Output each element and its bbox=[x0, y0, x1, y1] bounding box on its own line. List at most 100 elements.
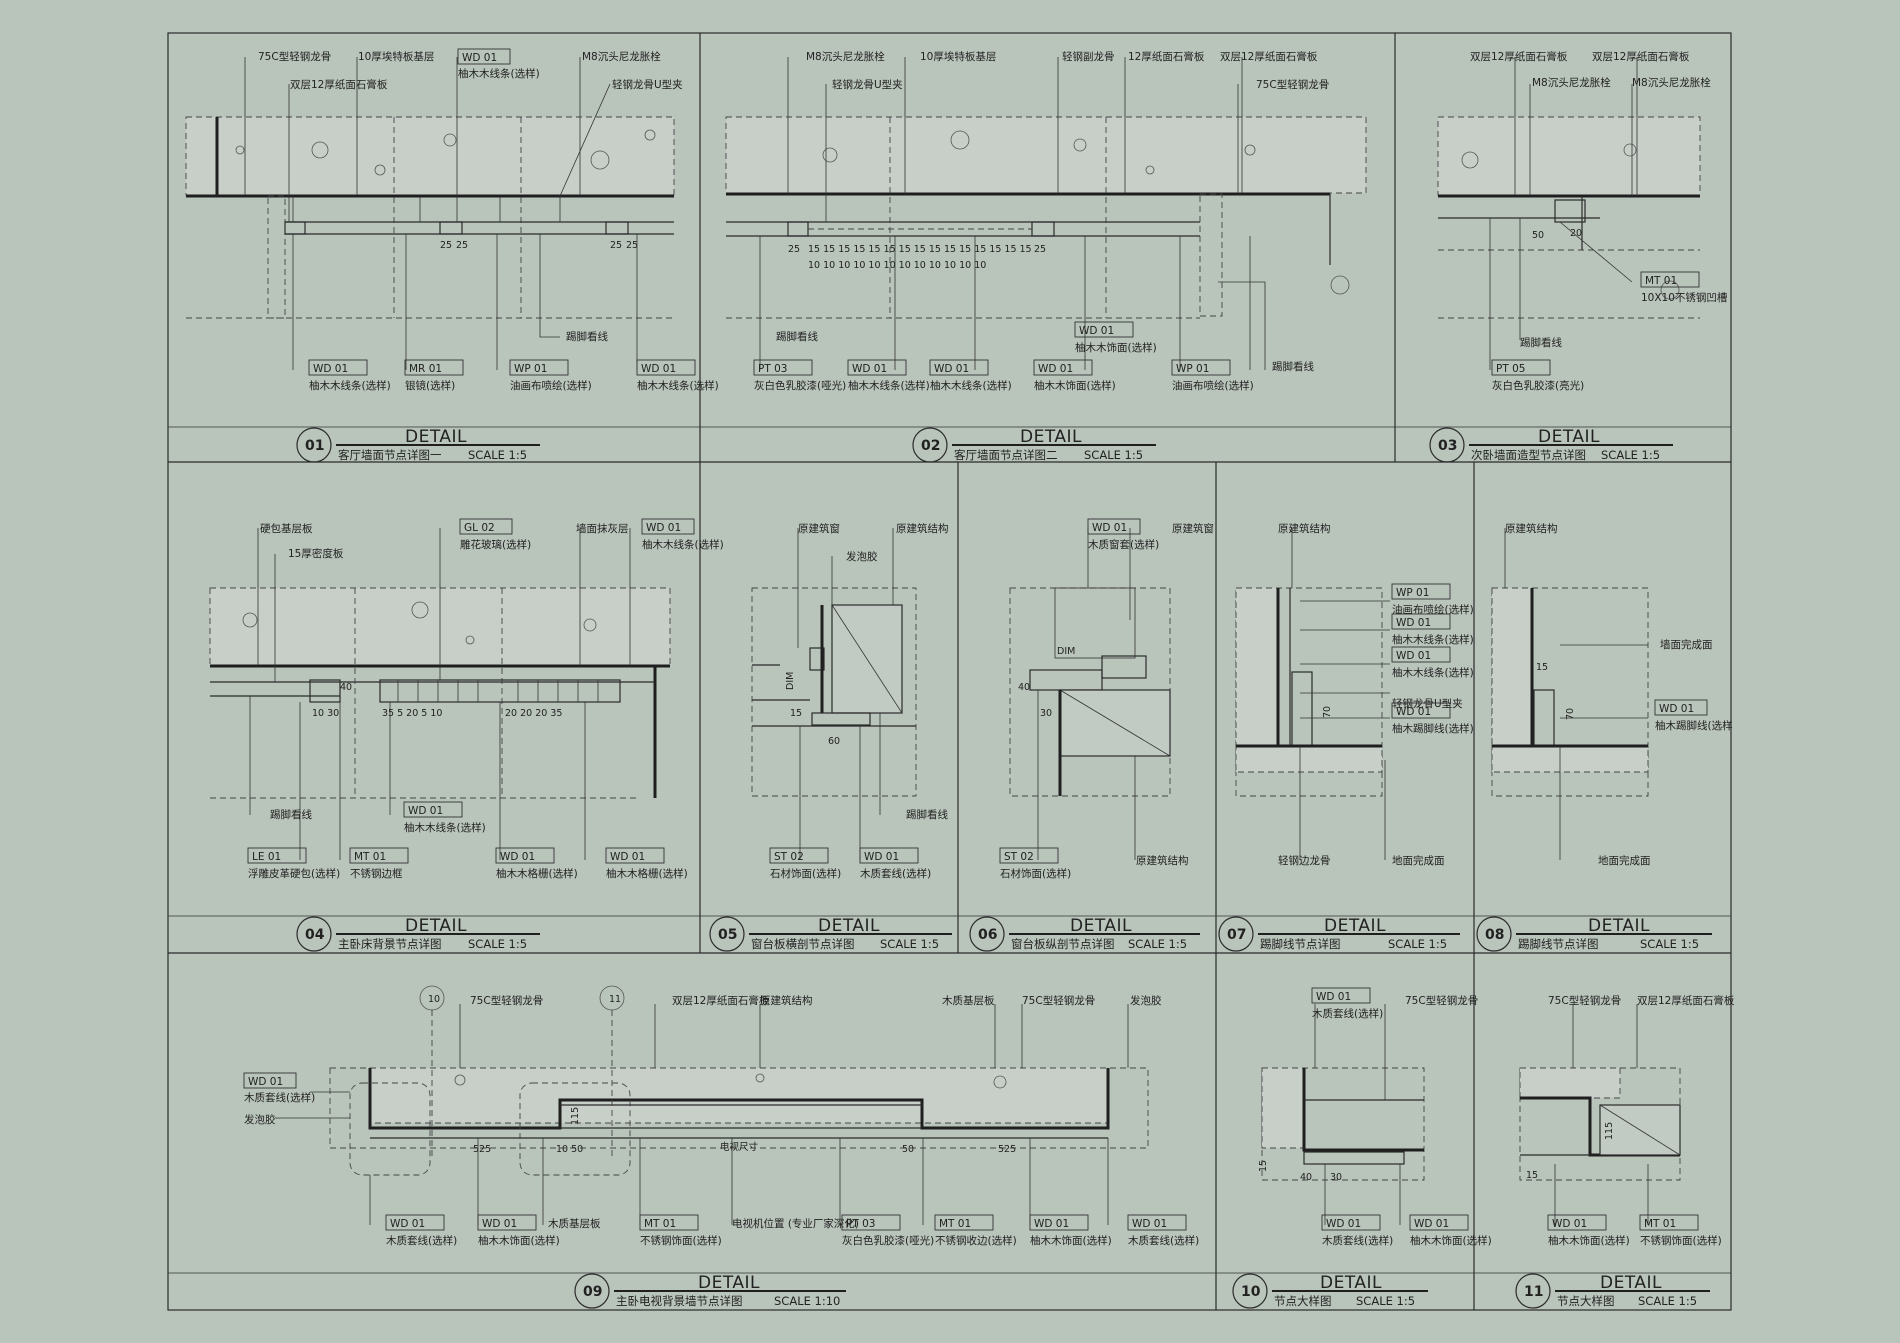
panel-03-bottom-tag-code: PT 05 bbox=[1496, 363, 1525, 375]
detail-number: 02 bbox=[921, 438, 940, 454]
panel-04-top-label: 15厚密度板 bbox=[288, 547, 344, 560]
panel-04-top-label: 墙面抹灰层 bbox=[576, 522, 629, 535]
panel-01-top-label: 轻钢龙骨U型夹 bbox=[612, 78, 683, 91]
panel-09-bottom-tag-code: WD 01 bbox=[1132, 1218, 1167, 1230]
detail-subtitle: 客厅墙面节点详图一 bbox=[338, 448, 442, 462]
panel-11-bottom-tag-code: WD 01 bbox=[1552, 1218, 1587, 1230]
panel-09-top-label: 原建筑结构 bbox=[760, 994, 813, 1007]
detail-number: 07 bbox=[1227, 927, 1246, 943]
detail-title: DETAIL bbox=[1538, 427, 1600, 447]
panel-01-top-tag: WD 01 bbox=[462, 52, 497, 64]
panel-04-bottom-tag-box bbox=[247, 847, 307, 864]
panel-10-bottom-tag-box bbox=[1321, 1214, 1381, 1231]
panel-01-bottom-tag-code: WD 01 bbox=[641, 363, 676, 375]
detail-number-circle bbox=[1218, 916, 1254, 952]
panel-03-drawing: 50 20 bbox=[1437, 57, 1701, 370]
panel-04-bottom-tag-box bbox=[403, 801, 463, 818]
panel-02-bottom-tag-box bbox=[1033, 359, 1093, 376]
detail-subtitle: 踢脚线节点详图 bbox=[1518, 937, 1599, 951]
panel-10-bottom-tag-code: WD 01 bbox=[1326, 1218, 1361, 1230]
svg-text:25: 25 bbox=[610, 240, 622, 251]
panel-09-bottom-tag-desc: 不锈钢收边(选样) bbox=[935, 1234, 1017, 1247]
panel-11-bottom-tag-code: MT 01 bbox=[1644, 1218, 1676, 1230]
svg-text:15: 15 bbox=[1258, 1160, 1269, 1172]
detail-title: DETAIL bbox=[1588, 916, 1650, 936]
panel-02-bottom-tag-code: PT 03 bbox=[758, 363, 787, 375]
panel-02-bottom-tag-code: WD 01 bbox=[934, 363, 969, 375]
panel-04-bottom-tag-code: MT 01 bbox=[354, 851, 386, 863]
panel-09-bottom-tag-code: MT 01 bbox=[644, 1218, 676, 1230]
panel-09-bottom-label: 木质基层板 bbox=[548, 1217, 601, 1230]
svg-text:10 50: 10 50 bbox=[556, 1144, 583, 1155]
panel-02-bottom-tag-code: WD 01 bbox=[1079, 325, 1114, 337]
detail-number-circle bbox=[1515, 1273, 1551, 1309]
panel-09-bottom-tag-box bbox=[1127, 1214, 1187, 1231]
panel-06-other-label: 原建筑结构 bbox=[1136, 854, 1189, 867]
panel-05-bottom-tag-code: WD 01 bbox=[864, 851, 899, 863]
panel-03-bottom-tag-desc: 10X10不锈钢凹槽 bbox=[1641, 291, 1728, 304]
detail-title: DETAIL bbox=[405, 916, 467, 936]
detail-number: 10 bbox=[1241, 1284, 1261, 1300]
svg-text:115: 115 bbox=[570, 1107, 581, 1125]
panel-02-top-label: 轻钢龙骨U型夹 bbox=[832, 78, 903, 91]
panel-02-top-label: 轻钢副龙骨 bbox=[1062, 50, 1115, 63]
detail-number: 03 bbox=[1438, 438, 1457, 454]
panel-02-bottom-tag-box bbox=[753, 359, 813, 376]
panel-02-bottom-tag-desc: 柚木木饰面(选样) bbox=[1075, 341, 1157, 354]
callout-11-label: 11 bbox=[609, 994, 621, 1005]
panel-11-bottom-tag-box bbox=[1639, 1214, 1699, 1231]
svg-text:70: 70 bbox=[1565, 708, 1576, 720]
panel-02-drawing: 25 15 15 15 15 15 15 15 15 15 15 15 15 1… bbox=[725, 57, 1367, 370]
panel-07-side-tag-box bbox=[1391, 583, 1451, 600]
panel-10-top-tag-code: WD 01 bbox=[1316, 991, 1351, 1003]
detail-title: DETAIL bbox=[1600, 1273, 1662, 1293]
panel-09-top-label: 75C型轻钢龙骨 bbox=[470, 994, 543, 1007]
panel-04-bottom-tag-box bbox=[605, 847, 665, 864]
panel-01-top-label: 75C型轻钢龙骨 bbox=[258, 50, 331, 63]
panel-02-bottom-tag-desc: 灰白色乳胶漆(哑光) bbox=[754, 379, 846, 392]
panel-11-bottom-tag-desc: 不锈钢饰面(选样) bbox=[1640, 1234, 1722, 1247]
svg-text:25: 25 bbox=[1034, 244, 1046, 255]
panel-07-side-tag-code: WD 01 bbox=[1396, 706, 1431, 718]
svg-text:60: 60 bbox=[828, 736, 840, 747]
panel-04-top-label: 柚木木线条(选样) bbox=[642, 538, 724, 551]
panel-07-side-tag-code: WD 01 bbox=[1396, 650, 1431, 662]
panel-09-bottom-tag-box bbox=[1029, 1214, 1089, 1231]
detail-subtitle: 客厅墙面节点详图二 bbox=[954, 448, 1058, 462]
panel-09-bottom-tag-box bbox=[385, 1214, 445, 1231]
detail-title: DETAIL bbox=[1320, 1273, 1382, 1293]
svg-text:20: 20 bbox=[1570, 228, 1582, 239]
panel-02-bottom-tag-box bbox=[929, 359, 989, 376]
detail-subtitle: 主卧床背景节点详图 bbox=[338, 937, 442, 951]
panel-10-bottom-tag-desc: 柚木木饰面(选样) bbox=[1410, 1234, 1492, 1247]
panel-04-bottom-tag-desc: 不锈钢边框 bbox=[350, 867, 403, 880]
panel-02-bottom-tag-box bbox=[1074, 321, 1134, 338]
panel-02-bottom-tag-desc: 柚木木饰面(选样) bbox=[1034, 379, 1116, 392]
panel-07-side-tag-desc: 柚木踢脚线(选样) bbox=[1392, 722, 1474, 735]
panel-01-top-label: M8沉头尼龙胀栓 bbox=[582, 50, 661, 63]
svg-text:50: 50 bbox=[1532, 230, 1544, 241]
panel-10-top-tag-box bbox=[1311, 987, 1371, 1004]
panel-09-bottom-tag-box bbox=[841, 1214, 901, 1231]
panel-07-side-tag-box bbox=[1391, 613, 1451, 630]
panel-09-bottom-tag-box bbox=[477, 1214, 537, 1231]
panel-09-bottom-tag-desc: 木质套线(选样) bbox=[1128, 1234, 1199, 1247]
detail-subtitle: 踢脚线节点详图 bbox=[1260, 937, 1341, 951]
panel-02-bottom-tag-desc: 柚木木线条(选样) bbox=[930, 379, 1012, 392]
panel-04-bottom-tag-box bbox=[495, 847, 555, 864]
svg-text:25: 25 bbox=[440, 240, 452, 251]
panel-02-bottom-tag-desc: 油画布喷绘(选样) bbox=[1172, 379, 1254, 392]
panel-05-bottom-tag-box bbox=[769, 847, 829, 864]
detail-scale: SCALE 1:5 bbox=[1128, 937, 1187, 951]
panel-09-bottom-tag-code: WD 01 bbox=[482, 1218, 517, 1230]
panel-02-other-label: 踢脚看线 bbox=[1272, 360, 1314, 373]
sheet-frame bbox=[167, 32, 1732, 1311]
panel-06-bottom-tag-box bbox=[999, 847, 1059, 864]
panel-09-bottom-tag-code: WD 01 bbox=[390, 1218, 425, 1230]
panel-07-side-tag-box bbox=[1391, 646, 1451, 663]
panel-09-bottom-tag-code: WD 01 bbox=[1034, 1218, 1069, 1230]
svg-text:DIM: DIM bbox=[785, 672, 796, 690]
detail-number-circle bbox=[912, 427, 948, 463]
detail-title: DETAIL bbox=[818, 916, 880, 936]
